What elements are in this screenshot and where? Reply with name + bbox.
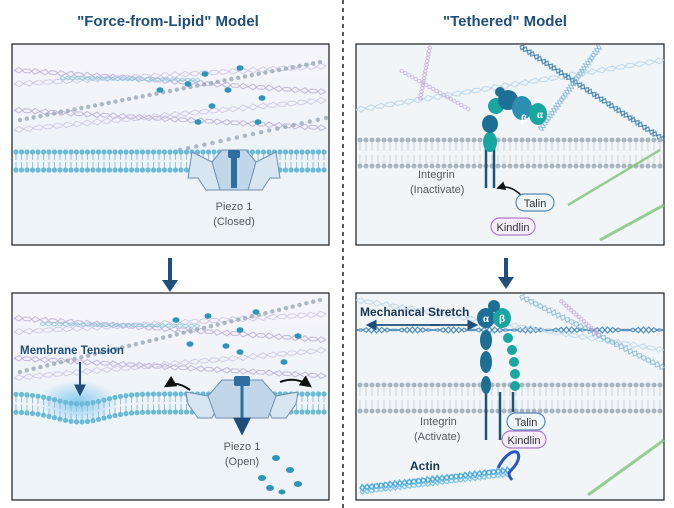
left-model-title: "Force-from-Lipid" Model	[77, 13, 259, 30]
right-transition-arrow	[498, 258, 514, 289]
kindlin-label: Kindlin	[507, 435, 540, 447]
ecm-fibers	[355, 293, 665, 371]
actin-label: Actin	[410, 459, 440, 473]
ecm-fibers	[13, 297, 327, 382]
talin-pill	[506, 412, 546, 431]
membrane-tension-label: Membrane Tension	[20, 345, 124, 357]
integrin-active	[477, 300, 520, 440]
expansion-arrow-right	[279, 375, 312, 388]
kindlin-label: Kindlin	[496, 222, 529, 234]
ion-particles	[172, 309, 302, 365]
talin-binding-arrow	[496, 181, 523, 197]
talin-label: Talin	[515, 417, 538, 429]
ion-particles	[156, 65, 266, 125]
ecm-fibers	[13, 59, 328, 153]
talin-pill	[515, 193, 555, 212]
expansion-arrow-left	[163, 375, 191, 391]
talin-label: Talin	[524, 198, 547, 210]
piezo-channel-closed	[187, 149, 281, 191]
integrin-active-state: (Activate)	[414, 431, 460, 443]
integrin-inactive-state: (Inactivate)	[410, 184, 464, 196]
integrin-inactive	[482, 87, 547, 188]
right-top-panel: β α Integrin (Inactivate) Talin Kindlin	[355, 43, 665, 246]
piezo-open-state: (Open)	[225, 456, 259, 468]
left-top-panel: Piezo 1 (Closed)	[11, 43, 330, 246]
piezo-channel-open	[185, 376, 299, 436]
left-bottom-panel: Membrane Tension Piezo 1 (Open)	[11, 292, 330, 501]
kindlin-actin-linker	[496, 450, 521, 481]
beta-subunit-label: β	[521, 114, 527, 125]
ecm-fibers	[355, 44, 665, 142]
right-bottom-panel: α β Mechanical Stretch Integrin (Activat…	[355, 292, 665, 501]
alpha-subunit-label: α	[537, 110, 544, 121]
mechanical-stretch-label: Mechanical Stretch	[360, 305, 469, 319]
integrin-inactive-name: Integrin	[418, 169, 455, 181]
integrin-active-name: Integrin	[420, 416, 457, 428]
beta-subunit-label: β	[499, 314, 505, 325]
alpha-subunit-label: α	[483, 314, 490, 325]
piezo-closed-name: Piezo 1	[216, 201, 253, 213]
kindlin-pill	[501, 430, 547, 449]
right-model-title: "Tethered" Model	[443, 13, 567, 30]
piezo-open-name: Piezo 1	[224, 441, 261, 453]
left-transition-arrow	[162, 258, 178, 292]
released-ions	[258, 455, 302, 495]
kindlin-pill	[490, 217, 536, 236]
lipid-bilayer	[357, 137, 663, 169]
piezo-closed-state: (Closed)	[213, 216, 255, 228]
actin-filament	[359, 465, 511, 496]
